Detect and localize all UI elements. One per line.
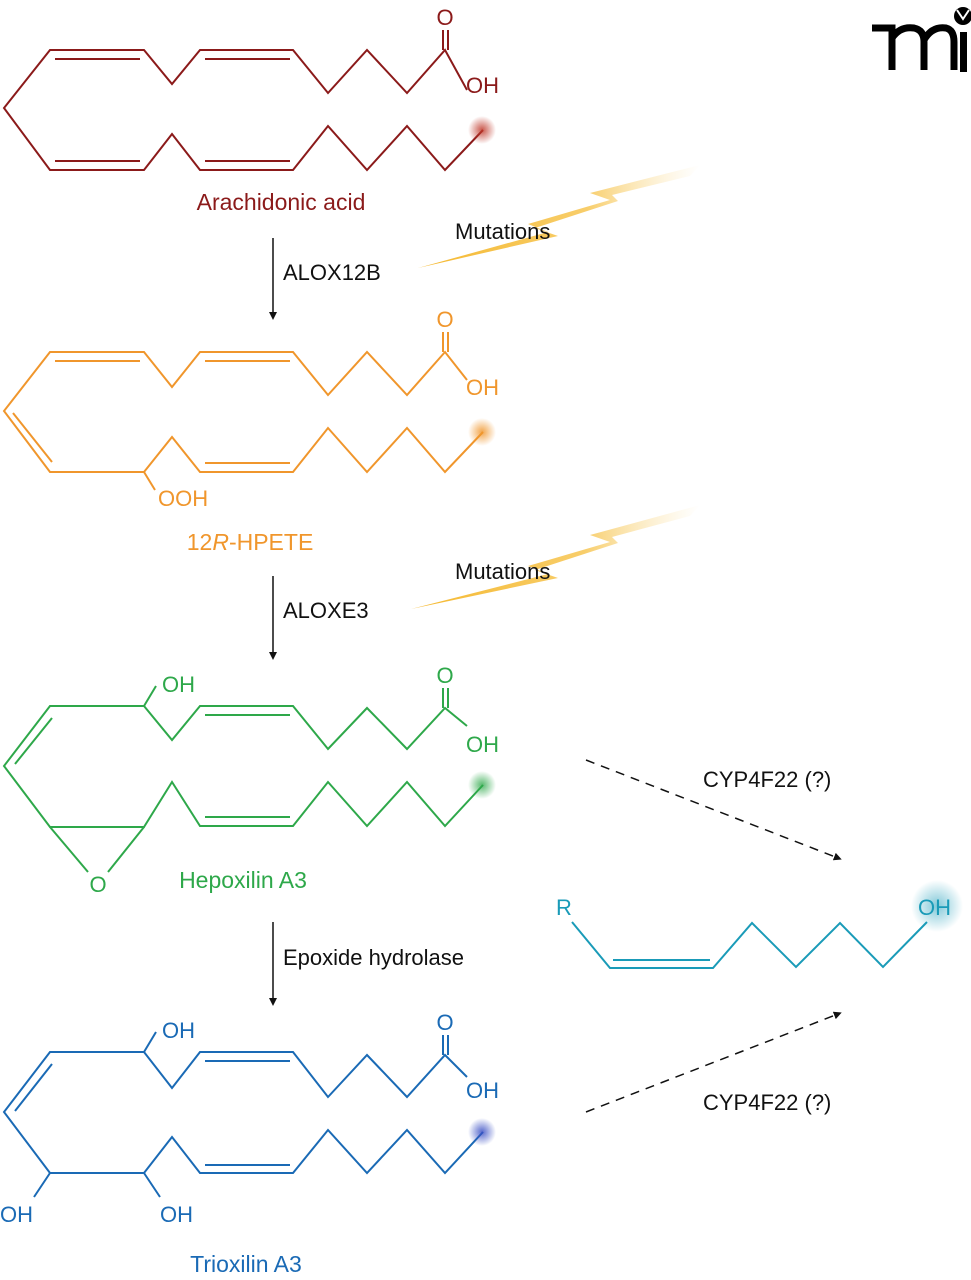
trioxilin-a3-label: Trioxilin A3 (190, 1251, 302, 1277)
dashed-arrow-cyp-top (585, 759, 842, 861)
logo-i-stem (960, 32, 967, 72)
trioxilin-acid-hydroxyl: OH (466, 1078, 499, 1103)
arachidonic-acid-label: Arachidonic acid (197, 189, 366, 215)
omega-carbon-glow-green (468, 771, 496, 799)
hepoxilin-carbonyl-o: O (436, 663, 453, 688)
hpete-hydroxyl: OH (466, 375, 499, 400)
molecule-hepoxilin-a3 (2, 685, 484, 873)
product-hydroxyl: OH (918, 895, 951, 920)
hpete-label-prefix: 12 (187, 529, 213, 555)
aa-carbonyl-o: O (436, 5, 453, 30)
mutation-lightning-2 (411, 505, 700, 609)
mutations-label-2: Mutations (455, 559, 550, 584)
dashed-arrow-cyp-bottom (585, 1011, 842, 1113)
trioxilin-hydroxyl-left: OH (0, 1202, 33, 1227)
hepoxilin-acid-hydroxyl: OH (466, 732, 499, 757)
journal-logo (872, 7, 971, 72)
product-oh-glow (911, 880, 963, 932)
trioxilin-hydroxyl-mid: OH (160, 1202, 193, 1227)
mutations-label-1: Mutations (455, 219, 550, 244)
enzyme-alox12b: ALOX12B (283, 260, 381, 285)
enzyme-epoxide-hydrolase: Epoxide hydrolase (283, 945, 464, 970)
mutation-lightning-1 (418, 165, 700, 268)
molecule-trioxilin-a3 (2, 1031, 484, 1198)
omega-carbon-glow-orange (468, 418, 496, 446)
aa-hydroxyl: OH (466, 73, 499, 98)
enzyme-cyp4f22-top: CYP4F22 (?) (703, 767, 831, 792)
hpete-hydroperoxy: OOH (158, 486, 208, 511)
hepoxilin-hydroxyl: OH (162, 672, 195, 697)
hpete-label-suffix: -HPETE (229, 529, 313, 555)
enzyme-cyp4f22-bottom: CYP4F22 (?) (703, 1090, 831, 1115)
molecule-omega-hydroxy-product (571, 921, 928, 969)
omega-carbon-glow-red (468, 116, 496, 144)
trioxilin-carbonyl-o: O (436, 1010, 453, 1035)
molecule-12r-hpete (2, 332, 484, 491)
molecule-arachidonic-acid (2, 30, 484, 172)
hpete-label: 12R-HPETE (187, 529, 314, 555)
product-r-group: R (556, 895, 572, 920)
trioxilin-hydroxyl-top: OH (162, 1018, 195, 1043)
hpete-label-italic: R (212, 529, 229, 555)
logo-m-glyph (872, 24, 958, 70)
omega-carbon-glow-blue (468, 1118, 496, 1146)
hpete-carbonyl-o: O (436, 307, 453, 332)
hepoxilin-epoxide-o: O (89, 872, 106, 897)
hepoxilin-a3-label: Hepoxilin A3 (179, 867, 307, 893)
logo-check (956, 9, 970, 21)
enzyme-aloxe3: ALOXE3 (283, 598, 369, 623)
